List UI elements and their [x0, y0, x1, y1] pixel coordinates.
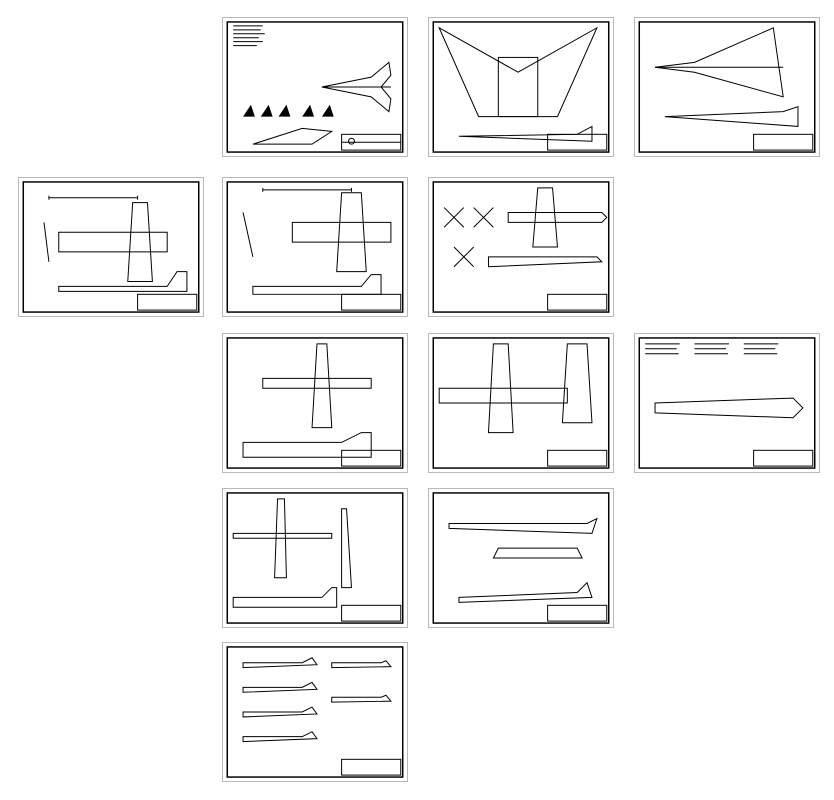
drawing-sheet-4[interactable]: [18, 177, 204, 317]
aircraft-silhouettes: [242, 657, 392, 743]
aircraft-side-view: [561, 343, 593, 424]
aircraft-top-view: [43, 202, 168, 282]
drawing-sheet-9[interactable]: [634, 333, 820, 473]
drawing-sheet-8[interactable]: [428, 333, 614, 473]
drawing-sheet-10[interactable]: [222, 488, 408, 628]
aircraft-side-view: [458, 581, 593, 603]
aircraft-top-view: [448, 517, 598, 559]
aircraft-side-view: [487, 256, 603, 268]
scale-bar: [48, 195, 139, 200]
drawing-sheet-6[interactable]: [428, 177, 614, 317]
aircraft-side-view: [664, 106, 799, 127]
propeller-views: [443, 207, 494, 268]
aircraft-top-view: [242, 192, 392, 273]
aircraft-side-view: [242, 432, 372, 458]
drawing-sheet-5[interactable]: [222, 177, 408, 317]
cutaway-fuselage: [654, 397, 804, 419]
aircraft-top-view: [262, 343, 372, 429]
aircraft-side-view: [58, 271, 188, 292]
delta-wing-top-view: [438, 26, 598, 118]
scale-bar: [262, 187, 352, 192]
spec-text-block: [233, 25, 265, 47]
aircraft-side-view: [252, 127, 355, 145]
drawing-sheet-11[interactable]: [428, 488, 614, 628]
drawing-sheet-12[interactable]: [222, 642, 408, 782]
drawing-sheet-3[interactable]: [634, 17, 820, 157]
aircraft-side-view: [232, 587, 338, 608]
aircraft-top-view: [654, 27, 784, 98]
aircraft-top-view: [232, 498, 352, 589]
aircraft-top-view: [507, 187, 608, 248]
drawing-sheet-2[interactable]: [428, 17, 614, 157]
parts-legend-list: [645, 343, 779, 355]
aircraft-side-view: [252, 274, 382, 295]
drawing-sheet-7[interactable]: [222, 333, 408, 473]
airfoil-sections: [243, 104, 334, 117]
aircraft-top-view: [321, 61, 392, 113]
drawing-sheet-1[interactable]: [222, 17, 408, 157]
aircraft-top-view: [438, 343, 568, 434]
